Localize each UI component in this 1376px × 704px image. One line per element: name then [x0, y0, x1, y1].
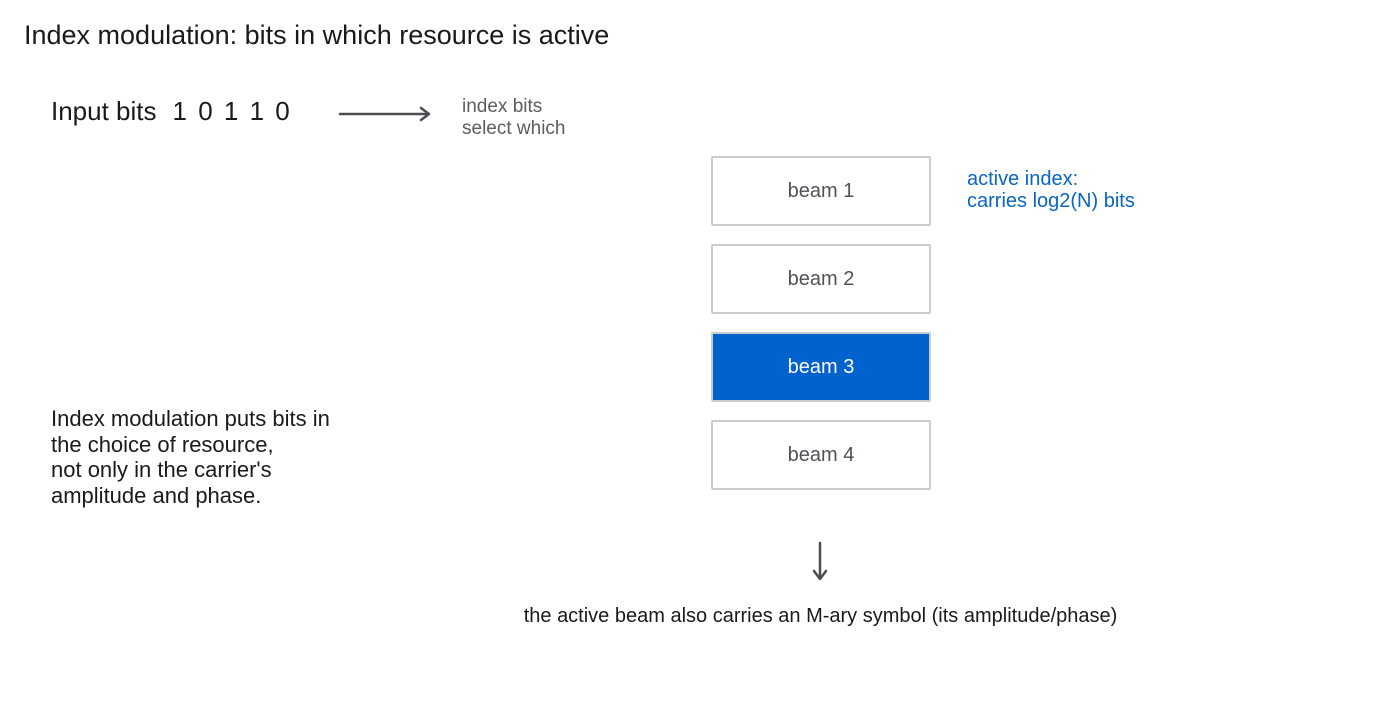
page-title: Index modulation: bits in which resource…	[24, 20, 610, 50]
active-index-note-line: carries log2(N) bits	[967, 190, 1135, 212]
down-arrow-icon	[812, 541, 828, 581]
index-bits-note-line: select which	[462, 118, 566, 139]
explanation-text: Index modulation puts bits in the choice…	[51, 406, 330, 508]
active-index-note: active index: carries log2(N) bits	[967, 168, 1135, 212]
input-bits-value: 1 0 1 1 0	[172, 96, 292, 126]
explanation-line: amplitude and phase.	[51, 482, 262, 508]
beam-3-box-active: beam 3	[711, 332, 931, 402]
index-bits-note-line: index bits	[462, 96, 543, 117]
explanation-line: not only in the carrier's	[51, 457, 272, 482]
bottom-note: the active beam also carries an M-ary sy…	[523, 605, 1118, 627]
index-bits-note: index bits select which	[462, 96, 566, 140]
beam-4-box: beam 4	[711, 420, 931, 490]
beam-2-box: beam 2	[711, 244, 931, 314]
active-index-note-line: active index:	[967, 168, 1079, 190]
beam-1-box: beam 1	[711, 156, 931, 226]
explanation-line: the choice of resource,	[51, 431, 274, 457]
right-arrow-icon	[338, 106, 431, 122]
input-bits-row: Input bits 1 0 1 1 0	[51, 95, 292, 127]
input-bits-label: Input bits	[51, 96, 157, 126]
explanation-line: Index modulation puts bits in	[51, 406, 330, 431]
